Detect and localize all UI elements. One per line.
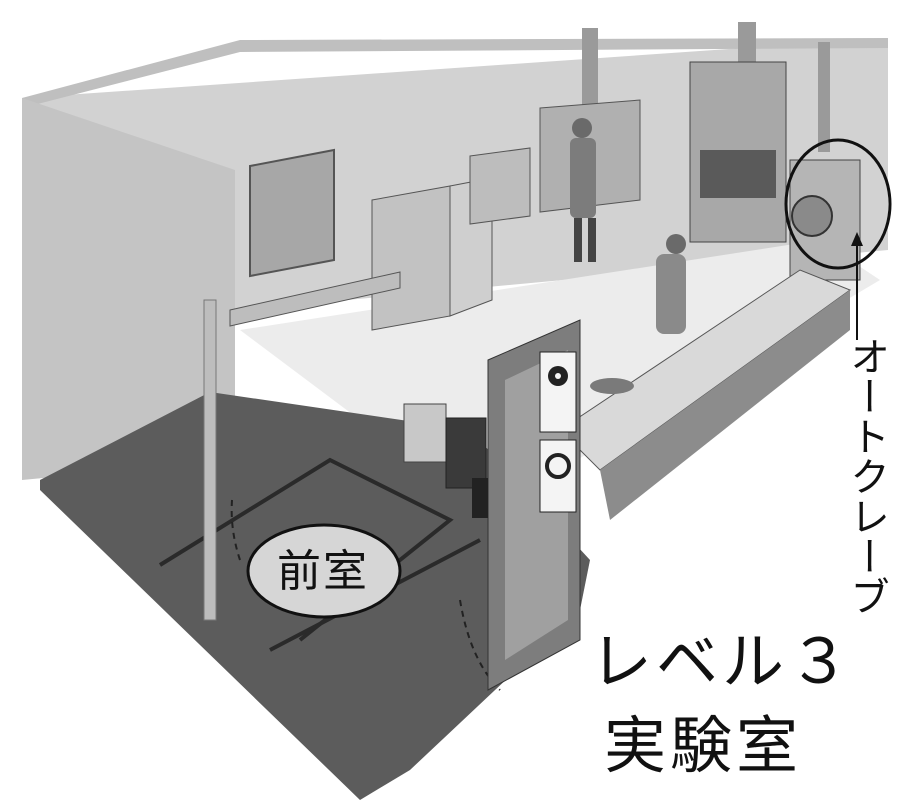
duct-right — [818, 42, 830, 152]
lab-bench-front — [600, 290, 850, 520]
duct-middle — [738, 22, 756, 70]
refrigerator — [371, 185, 451, 331]
keypad — [472, 478, 488, 518]
left-wall — [22, 98, 235, 480]
autoclave-highlight-circle — [784, 138, 892, 270]
scientist-at-bench — [656, 234, 686, 334]
shower-pipe — [203, 299, 217, 621]
fume-hood-window — [700, 150, 776, 198]
biohazard-waste-bin — [445, 417, 487, 489]
side-bench — [229, 271, 401, 327]
autoclave-label: オートクレーブ — [843, 336, 889, 616]
radioactive-waste-bin — [403, 403, 447, 463]
biosafety-level-label: レベル３ — [590, 625, 855, 698]
autoclave-pointer-arrow — [851, 232, 863, 246]
sink — [590, 378, 634, 394]
scientist-standing — [570, 118, 596, 262]
anteroom-label: 前室 — [277, 546, 369, 597]
autoclave-door — [791, 195, 833, 237]
biohazard-sign — [539, 439, 577, 513]
radiation-sign — [539, 351, 577, 433]
ceiling-edge — [22, 38, 888, 108]
incubator — [469, 147, 531, 225]
door-swing-arc-2 — [230, 499, 241, 561]
anteroom-label-ellipse — [246, 523, 402, 619]
duct-left — [582, 28, 598, 118]
pass-through-window — [249, 148, 335, 278]
laboratory-label: 実験室 — [604, 709, 803, 782]
